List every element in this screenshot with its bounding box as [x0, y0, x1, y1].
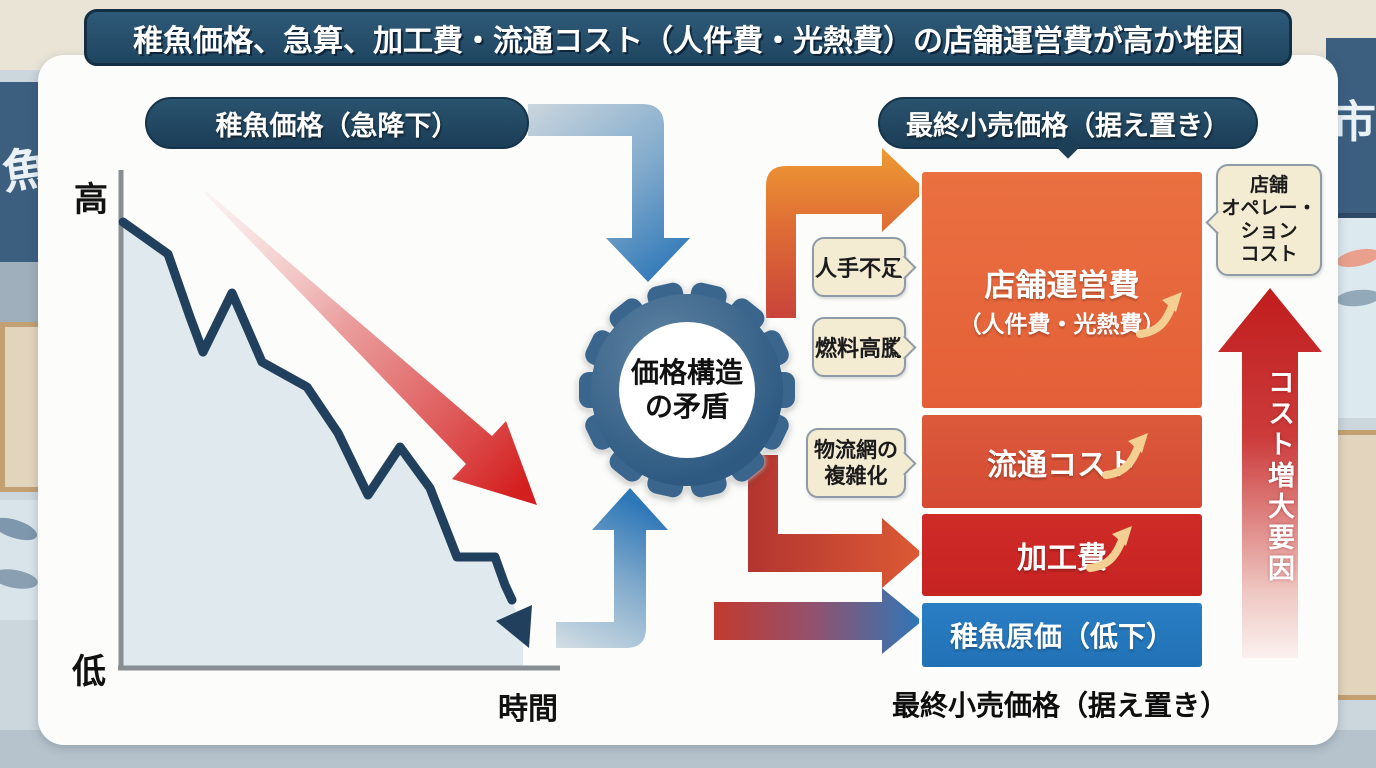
banner-title: 稚魚価格、急算、加工費・流通コスト（人件費・光熱費）の店舗運営費が高か堆因: [133, 23, 1243, 59]
gear-icon: 価格構造 の矛盾: [575, 278, 799, 502]
right-curtain-character: 市: [1332, 97, 1376, 148]
callout-labor-shortage: 人手不足: [812, 237, 906, 297]
box-processing-cost: 加工費: [922, 514, 1202, 596]
up-trend-arrow-icon: [1102, 433, 1148, 479]
box-fry-cost: 稚魚原価（低下）: [922, 603, 1202, 667]
up-trend-arrow-icon: [1136, 292, 1182, 338]
up-trend-arrow-icon: [1086, 526, 1132, 572]
y-axis-high-label: 高: [74, 180, 108, 220]
y-axis-low-label: 低: [72, 652, 106, 692]
callout-store-operation-cost: 店舗 オペレー・ ション コスト: [1216, 164, 1322, 276]
retail-price-footer-caption: 最終小売価格（据え置き）: [892, 689, 1229, 722]
retail-price-label: 最終小売価格（据え置き）: [878, 97, 1258, 149]
title-banner: 稚魚価格、急算、加工費・流通コスト（人件費・光熱費）の店舗運営費が高か堆因: [84, 9, 1292, 66]
box-store-operating-cost: 店舗運営費 （人件費・光熱費）: [922, 172, 1202, 408]
callout-logistics-complexity: 物流網の複雑化: [806, 428, 906, 498]
left-shelf: [0, 262, 44, 322]
x-axis-time-label: 時間: [498, 692, 558, 727]
gear-text-line2: の矛盾: [644, 390, 729, 423]
gear-text-line1: 価格構造: [630, 356, 743, 389]
cost-increase-label: コスト増大要因: [1263, 367, 1294, 585]
fry-price-label: 稚魚価格（急降下）: [145, 97, 529, 149]
gear-center: 価格構造 の矛盾: [619, 322, 755, 458]
box-distribution-cost: 流通コスト: [922, 415, 1202, 508]
callout-fuel-surge: 燃料高騰: [812, 317, 906, 377]
